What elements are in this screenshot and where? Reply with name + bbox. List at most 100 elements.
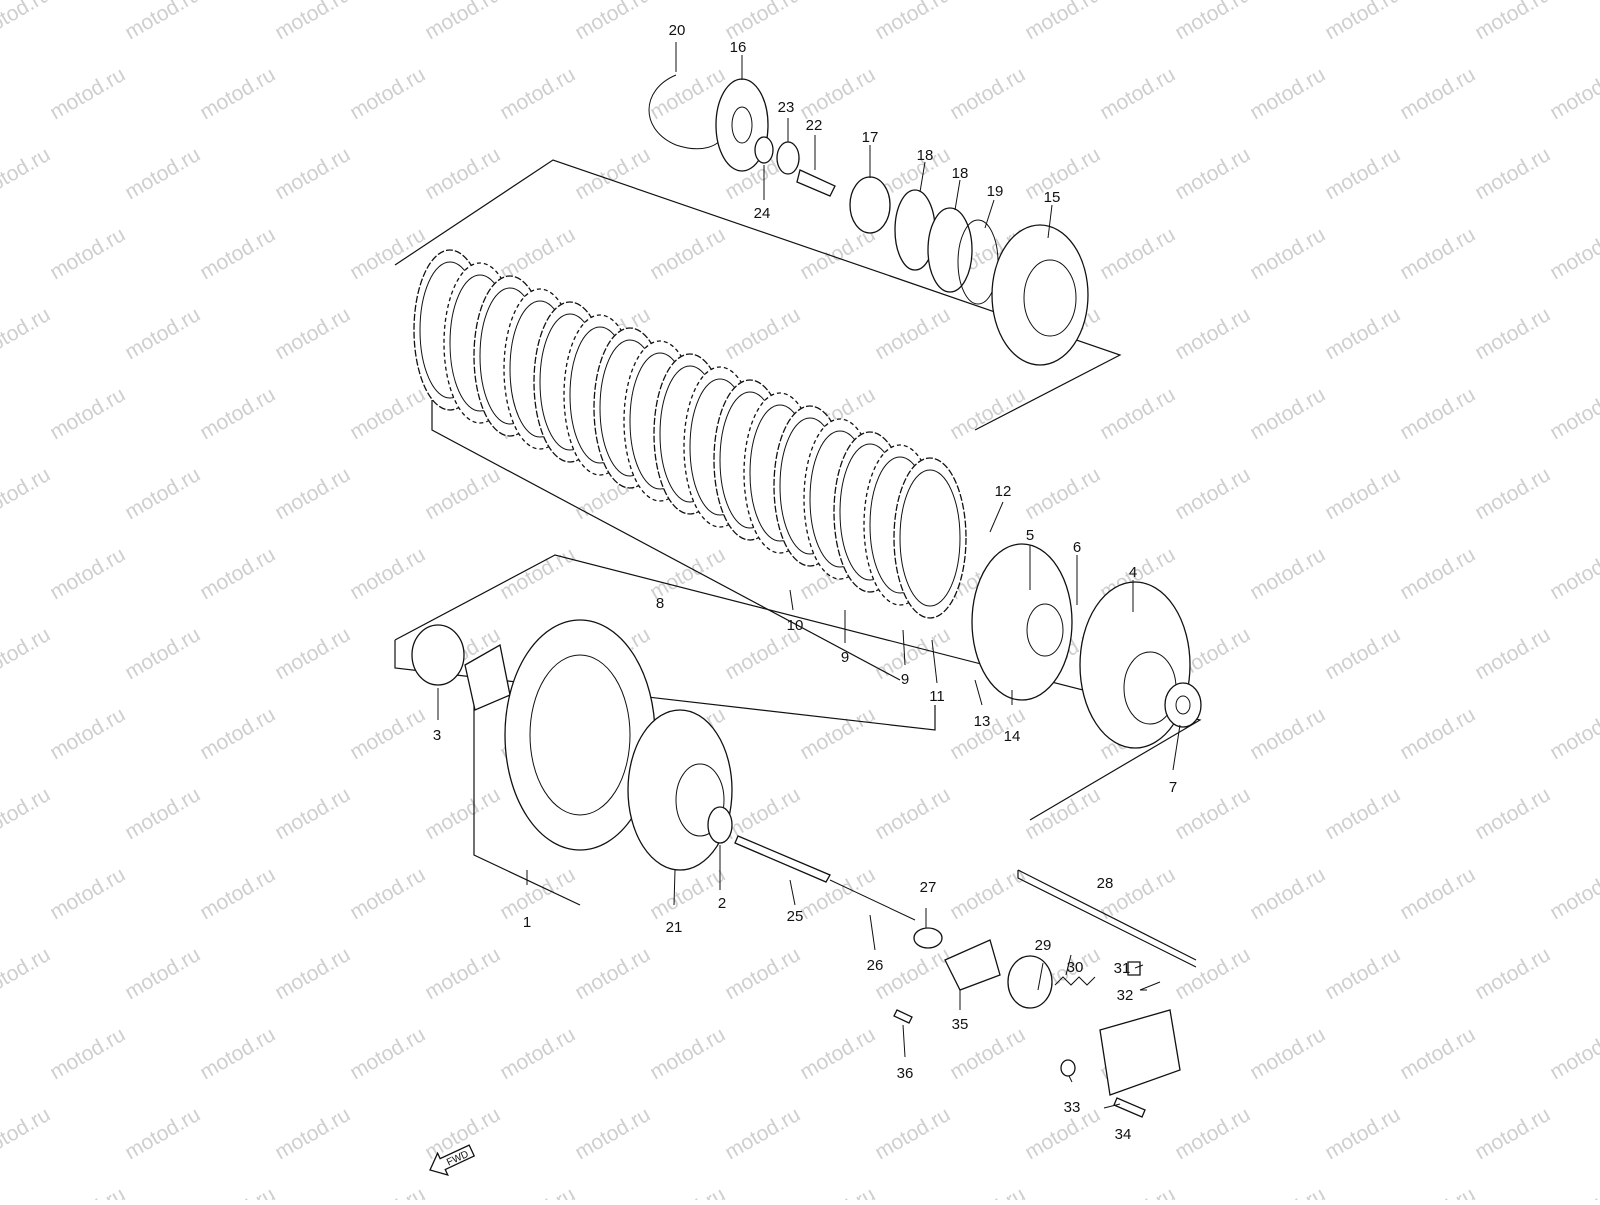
callout-4: 4 xyxy=(1129,564,1137,581)
watermark-text: motod.ru xyxy=(271,943,354,1004)
watermark-text: motod.ru xyxy=(646,1183,729,1200)
watermark-text: motod.ru xyxy=(196,63,279,124)
watermark-text: motod.ru xyxy=(421,943,504,1004)
cap-32 xyxy=(1139,981,1161,991)
watermark-text: motod.ru xyxy=(871,1103,954,1164)
needle-bearing-3 xyxy=(411,624,465,686)
watermark-text: motod.ru xyxy=(121,0,204,44)
bleeder-31 xyxy=(1127,961,1141,976)
watermark-text: motod.ru xyxy=(1471,623,1554,684)
clutch-plate xyxy=(893,457,967,619)
watermark-text: motod.ru xyxy=(646,863,729,924)
release-body xyxy=(1099,1009,1181,1096)
callout-21: 21 xyxy=(666,919,683,936)
watermark-text: motod.ru xyxy=(496,63,579,124)
washer-24 xyxy=(754,136,774,164)
callout-15: 15 xyxy=(1044,189,1061,206)
callout-17: 17 xyxy=(862,129,879,146)
watermark-text: motod.ru xyxy=(46,63,129,124)
clutch-hub-group xyxy=(971,543,1202,749)
watermark-text: motod.ru xyxy=(496,863,579,924)
watermark-text: motod.ru xyxy=(1471,0,1554,44)
watermark-text: motod.ru xyxy=(346,863,429,924)
watermark-text: motod.ru xyxy=(271,783,354,844)
watermark-text: motod.ru xyxy=(46,543,129,604)
watermark-text: motod.ru xyxy=(1021,1103,1104,1164)
circlip-20 xyxy=(648,74,726,150)
watermark-text: motod.ru xyxy=(1321,1103,1404,1164)
callout-26: 26 xyxy=(867,957,884,974)
watermark-text: motod.ru xyxy=(646,1023,729,1084)
watermark-text: motod.ru xyxy=(721,783,804,844)
watermark-text: motod.ru xyxy=(196,1023,279,1084)
watermark-text: motod.ru xyxy=(1471,783,1554,844)
watermark-text: motod.ru xyxy=(196,1183,279,1200)
watermark-text: motod.ru xyxy=(1096,223,1179,284)
callout-23: 23 xyxy=(778,99,795,116)
watermark-text: motod.ru xyxy=(0,303,54,364)
watermark-text: motod.ru xyxy=(46,223,129,284)
callout-16: 16 xyxy=(730,39,747,56)
spring-30 xyxy=(1054,976,1096,986)
bolt-36 xyxy=(893,1009,913,1024)
watermark-text: motod.ru xyxy=(1546,1023,1600,1084)
watermark-text: motod.ru xyxy=(946,1183,1029,1200)
watermark-text: motod.ru xyxy=(1546,63,1600,124)
watermark-text: motod.ru xyxy=(1396,223,1479,284)
watermark-text: motod.ru xyxy=(421,143,504,204)
watermark-text: motod.ru xyxy=(346,543,429,604)
watermark-text: motod.ru xyxy=(196,703,279,764)
callout-22: 22 xyxy=(806,117,823,134)
watermark-text: motod.ru xyxy=(946,383,1029,444)
watermark-text: motod.ru xyxy=(1171,783,1254,844)
watermark-text: motod.ru xyxy=(196,863,279,924)
callout-20: 20 xyxy=(669,22,686,39)
watermark-text: motod.ru xyxy=(121,943,204,1004)
watermark-text: motod.ru xyxy=(1246,1023,1329,1084)
callout-30: 30 xyxy=(1067,959,1084,976)
watermark-text: motod.ru xyxy=(0,623,54,684)
watermark-text: motod.ru xyxy=(346,383,429,444)
callout-36: 36 xyxy=(897,1065,914,1082)
callout-2: 2 xyxy=(718,895,726,912)
watermark-text: motod.ru xyxy=(871,783,954,844)
watermark-text: motod.ru xyxy=(46,703,129,764)
release-group xyxy=(893,927,1181,1118)
watermark-text: motod.ru xyxy=(1246,1183,1329,1200)
watermark-text: motod.ru xyxy=(121,1103,204,1164)
watermark-text: motod.ru xyxy=(1546,543,1600,604)
watermark-text: motod.ru xyxy=(1396,703,1479,764)
callout-33: 33 xyxy=(1064,1099,1081,1116)
watermark-text: motod.ru xyxy=(796,1023,879,1084)
watermark-text: motod.ru xyxy=(1471,1103,1554,1164)
watermark-text: motod.ru xyxy=(121,623,204,684)
watermark-text: motod.ru xyxy=(1546,863,1600,924)
watermark-text: motod.ru xyxy=(571,1103,654,1164)
watermark-text: motod.ru xyxy=(571,943,654,1004)
watermark-text: motod.ru xyxy=(571,0,654,44)
watermark-text: motod.ru xyxy=(1021,0,1104,44)
clutch-plate-stack xyxy=(413,249,967,619)
watermark-text: motod.ru xyxy=(0,143,54,204)
watermark-text: motod.ru xyxy=(1171,303,1254,364)
push-rod-25 xyxy=(734,835,831,883)
watermark-text: motod.ru xyxy=(646,223,729,284)
group-frames xyxy=(394,159,1202,968)
seal-27 xyxy=(913,927,943,949)
watermark-text: motod.ru xyxy=(1246,63,1329,124)
watermark-text: motod.ru xyxy=(871,0,954,44)
watermark-text: motod.ru xyxy=(346,223,429,284)
watermark-text: motod.ru xyxy=(196,383,279,444)
watermark-text: motod.ru xyxy=(121,463,204,524)
watermark-text: motod.ru xyxy=(871,303,954,364)
watermark-text: motod.ru xyxy=(0,463,54,524)
pressure-plate-group xyxy=(648,74,1089,366)
bolt-34 xyxy=(1113,1097,1146,1118)
callout-28: 28 xyxy=(1097,875,1114,892)
callout-18b: 18 xyxy=(952,165,969,182)
watermark-text: motod.ru xyxy=(721,943,804,1004)
leader-lines xyxy=(437,42,1181,1109)
pressure-disc-15 xyxy=(991,224,1089,366)
watermark-text: motod.ru xyxy=(946,863,1029,924)
